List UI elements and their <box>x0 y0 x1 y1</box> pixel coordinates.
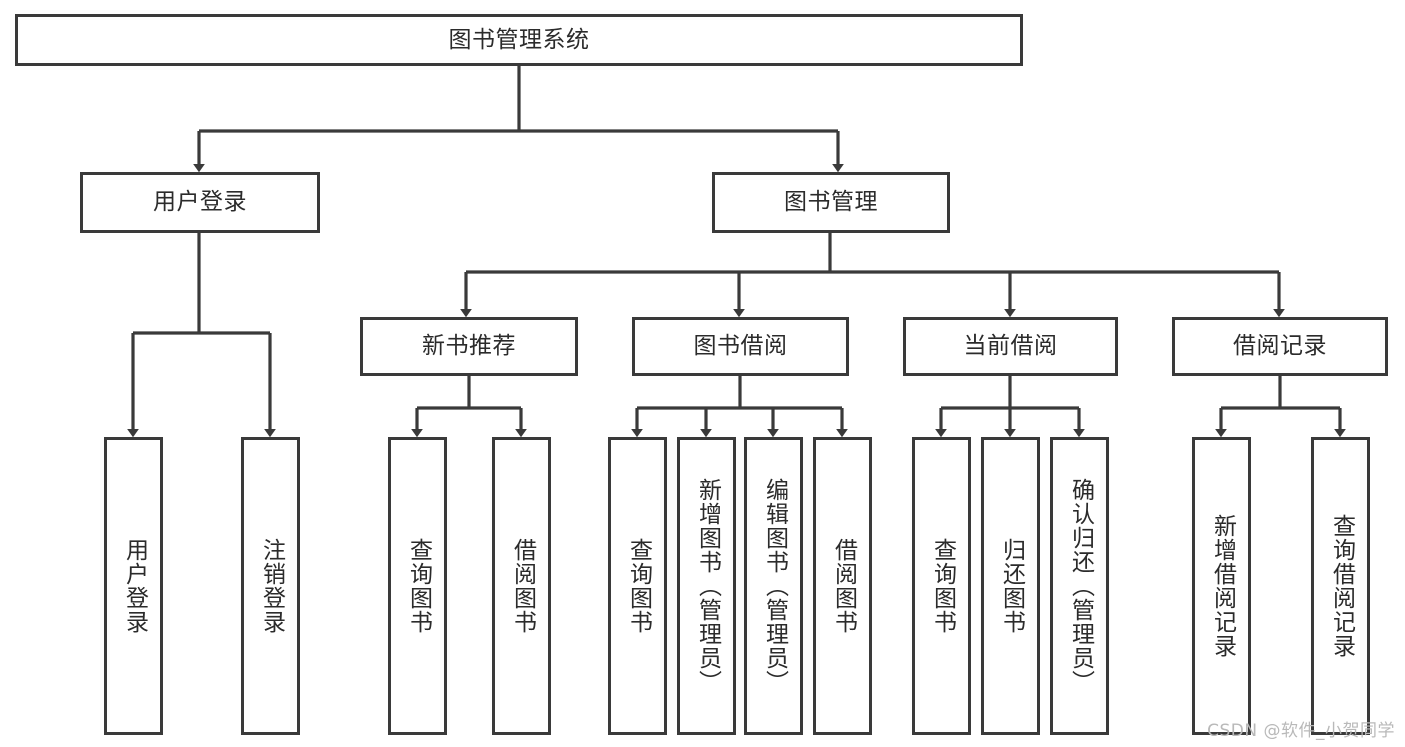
node-label: 借阅记录 <box>1233 333 1327 360</box>
node-book-borrowing[interactable]: 图书借阅 <box>632 317 849 376</box>
leaf-label: 查询图书 <box>929 538 956 634</box>
leaf-label: 新增借阅记录 <box>1209 514 1236 658</box>
leaf-query-books-borrowing[interactable]: 查询图书 <box>608 437 667 735</box>
node-user-login[interactable]: 用户登录 <box>80 172 320 233</box>
node-borrowing-records[interactable]: 借阅记录 <box>1172 317 1388 376</box>
leaf-borrow-books[interactable]: 借阅图书 <box>813 437 872 735</box>
leaf-label: 注销登录 <box>258 538 285 634</box>
leaf-borrow-books-recommendation[interactable]: 借阅图书 <box>492 437 551 735</box>
node-label: 图书借阅 <box>693 333 788 360</box>
node-label: 图书管理系统 <box>448 26 590 53</box>
leaf-label: 查询图书 <box>625 538 652 634</box>
leaf-label: 确认归还（管理员） <box>1067 478 1094 694</box>
node-label: 图书管理 <box>784 189 878 216</box>
leaf-query-borrowing-record[interactable]: 查询借阅记录 <box>1311 437 1370 735</box>
node-label: 用户登录 <box>153 189 247 216</box>
node-label: 当前借阅 <box>963 333 1058 360</box>
leaf-label: 用户登录 <box>121 538 148 634</box>
leaf-edit-book-admin[interactable]: 编辑图书（管理员） <box>744 437 803 735</box>
node-root-book-management-system[interactable]: 图书管理系统 <box>15 14 1023 66</box>
leaf-label: 归还图书 <box>998 538 1025 634</box>
leaf-user-login[interactable]: 用户登录 <box>104 437 163 735</box>
watermark-text: CSDN @软件_小贺同学 <box>1207 721 1395 741</box>
node-new-book-recommendation[interactable]: 新书推荐 <box>360 317 578 376</box>
leaf-label: 查询图书 <box>405 538 432 634</box>
leaf-return-books[interactable]: 归还图书 <box>981 437 1040 735</box>
node-label: 新书推荐 <box>422 333 516 360</box>
leaf-logout[interactable]: 注销登录 <box>241 437 300 735</box>
leaf-label: 借阅图书 <box>830 538 857 634</box>
leaf-label: 查询借阅记录 <box>1328 514 1355 658</box>
leaf-label: 借阅图书 <box>509 538 536 634</box>
leaf-add-book-admin[interactable]: 新增图书（管理员） <box>677 437 736 735</box>
node-current-borrowings[interactable]: 当前借阅 <box>903 317 1118 376</box>
leaf-query-books-current[interactable]: 查询图书 <box>912 437 971 735</box>
leaf-label: 编辑图书（管理员） <box>761 478 788 694</box>
leaf-query-books-recommendation[interactable]: 查询图书 <box>388 437 447 735</box>
leaf-label: 新增图书（管理员） <box>694 478 721 694</box>
leaf-confirm-return-admin[interactable]: 确认归还（管理员） <box>1050 437 1109 735</box>
node-book-management[interactable]: 图书管理 <box>712 172 950 233</box>
leaf-add-borrowing-record[interactable]: 新增借阅记录 <box>1192 437 1251 735</box>
